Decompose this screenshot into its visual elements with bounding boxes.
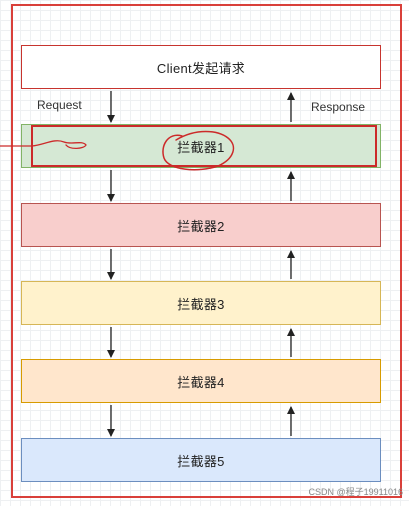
watermark: CSDN @程子19911016 — [308, 487, 403, 497]
interceptor-1-label: 拦截器1 — [177, 139, 225, 155]
client-request-box[interactable]: Client发起请求 — [21, 45, 381, 89]
response-label: Response — [311, 100, 366, 114]
interceptor-4-box[interactable]: 拦截器4 — [21, 359, 381, 403]
request-label: Request — [37, 98, 82, 112]
interceptor-2-label: 拦截器2 — [177, 218, 225, 234]
outer-frame — [11, 4, 402, 498]
client-request-label: Client发起请求 — [156, 60, 246, 76]
interceptor-5-label: 拦截器5 — [177, 453, 225, 469]
interceptor-3-box[interactable]: 拦截器3 — [21, 281, 381, 325]
interceptor-3-label: 拦截器3 — [177, 296, 225, 312]
interceptor-1-box[interactable]: 拦截器1 — [21, 124, 381, 168]
interceptor-5-box[interactable]: 拦截器5 — [21, 438, 381, 482]
interceptor-4-label: 拦截器4 — [177, 374, 225, 390]
interceptor-2-box[interactable]: 拦截器2 — [21, 203, 381, 247]
